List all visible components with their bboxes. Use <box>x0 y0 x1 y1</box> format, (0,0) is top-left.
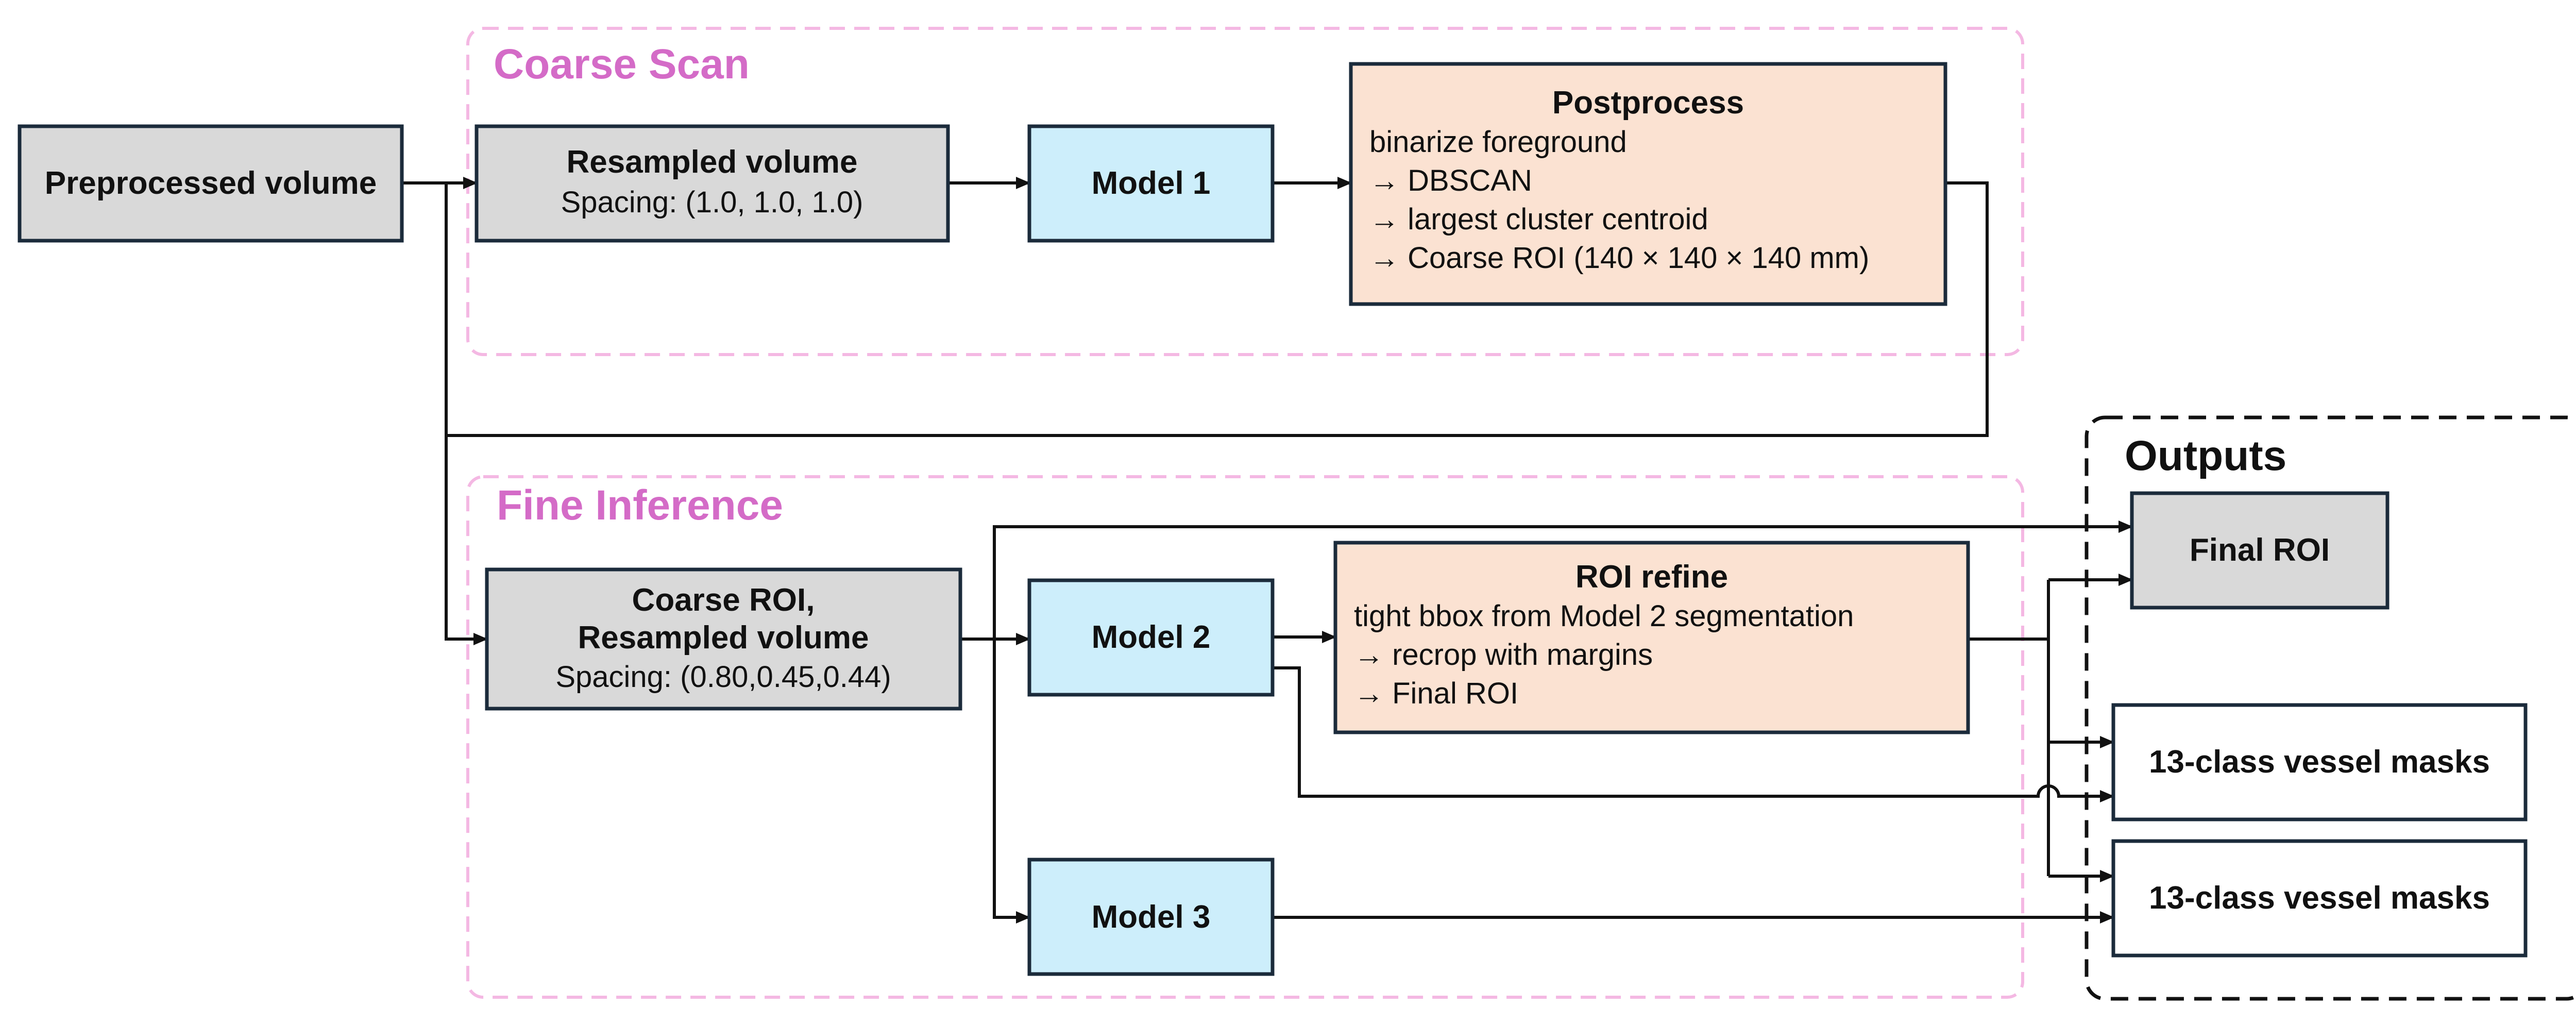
outputs-title: Outputs <box>2125 432 2286 479</box>
coarse-scan-group <box>466 27 2024 356</box>
svg-text:Final ROI: Final ROI <box>2190 532 2330 568</box>
svg-text:→ DBSCAN: → DBSCAN <box>1369 164 1532 197</box>
svg-text:13-class vessel masks: 13-class vessel masks <box>2149 880 2490 916</box>
node-vessel-masks-2: 13-class vessel masks <box>2111 839 2528 958</box>
node-vessel-masks-1: 13-class vessel masks <box>2111 703 2528 821</box>
svg-text:binarize foreground: binarize foreground <box>1369 125 1627 159</box>
node-resampled-volume: Resampled volume Spacing: (1.0, 1.0, 1.0… <box>474 124 950 243</box>
arrow-trunk-to-coarse-roi <box>445 183 488 645</box>
svg-text:Coarse ROI,: Coarse ROI, <box>632 582 815 618</box>
arrow-model2-to-vessel-masks-1 <box>1273 666 2114 802</box>
coarse-scan-title: Coarse Scan <box>494 41 750 88</box>
svg-text:Spacing: (1.0, 1.0, 1.0): Spacing: (1.0, 1.0, 1.0) <box>561 186 863 219</box>
svg-text:Model 2: Model 2 <box>1092 619 1211 655</box>
wire-postprocess-loop <box>446 181 1989 437</box>
outputs-group <box>2084 415 2576 1001</box>
svg-text:→ Final ROI: → Final ROI <box>1354 677 1518 710</box>
svg-text:Resampled volume: Resampled volume <box>566 144 857 180</box>
fine-inference-group <box>466 475 2024 999</box>
svg-text:→ largest cluster centroid: → largest cluster centroid <box>1369 203 1708 236</box>
node-model-2: Model 2 <box>1027 578 1275 697</box>
svg-text:Spacing: (0.80,0.45,0.44): Spacing: (0.80,0.45,0.44) <box>555 660 891 694</box>
connectors <box>402 177 2133 924</box>
svg-text:Model 1: Model 1 <box>1092 165 1211 201</box>
svg-text:Postprocess: Postprocess <box>1552 85 1744 121</box>
arrow-split-to-model3 <box>993 639 1030 924</box>
svg-text:13-class vessel masks: 13-class vessel masks <box>2149 744 2490 780</box>
svg-text:→ Coarse ROI (140 × 140 × 140: → Coarse ROI (140 × 140 × 140 mm) <box>1369 241 1869 275</box>
fine-inference-title: Fine Inference <box>497 482 783 529</box>
svg-text:→ recrop with margins: → recrop with margins <box>1354 638 1653 672</box>
node-final-roi: Final ROI <box>2130 491 2389 610</box>
node-roi-refine: ROI refine tight bbox from Model 2 segme… <box>1333 541 1970 734</box>
node-coarse-roi-resampled-volume: Coarse ROI, Resampled volume Spacing: (0… <box>485 567 962 711</box>
svg-text:Model 3: Model 3 <box>1092 899 1211 935</box>
node-model-3: Model 3 <box>1027 858 1275 976</box>
svg-text:Resampled volume: Resampled volume <box>578 620 869 656</box>
svg-text:Preprocessed volume: Preprocessed volume <box>45 165 377 201</box>
svg-text:tight bbox from Model 2 segmen: tight bbox from Model 2 segmentation <box>1354 599 1854 633</box>
node-postprocess: Postprocess binarize foreground → DBSCAN… <box>1349 62 1947 306</box>
node-preprocessed-volume: Preprocessed volume <box>18 124 404 243</box>
svg-text:ROI refine: ROI refine <box>1575 559 1728 595</box>
arrow-split-to-final-roi <box>993 521 2133 639</box>
node-model-1: Model 1 <box>1027 124 1275 243</box>
